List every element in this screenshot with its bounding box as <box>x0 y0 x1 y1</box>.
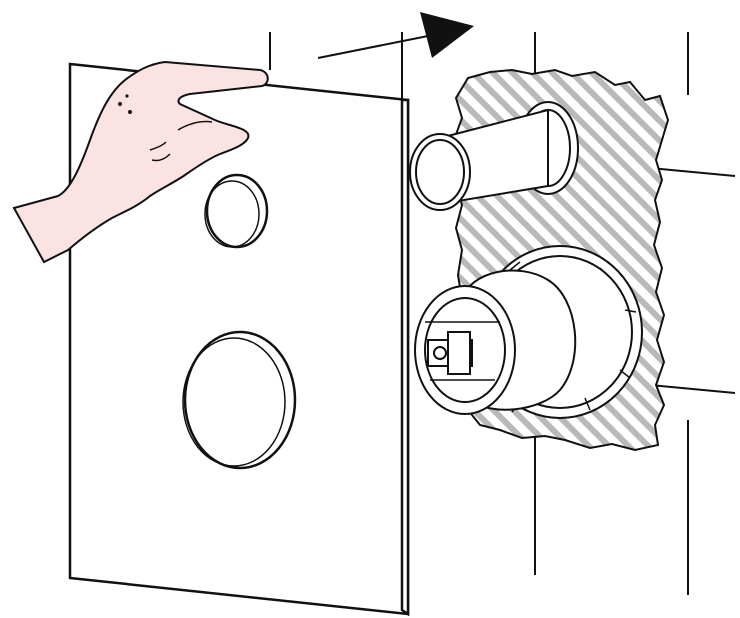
upper-valve <box>409 101 579 211</box>
cover-plate-small-hole <box>205 173 269 249</box>
hand-icon <box>12 60 269 264</box>
diverter-spindle-icon <box>425 321 500 381</box>
cover-plate-large-hole <box>183 330 297 470</box>
upper-valve-cap <box>409 133 471 211</box>
tile-line <box>649 167 736 177</box>
mixer-valve <box>414 245 643 419</box>
cover-plate <box>68 62 410 617</box>
arrow-right-icon <box>317 12 474 59</box>
cover-plate-edge <box>400 98 410 617</box>
upper-valve-cap-rim <box>415 139 465 205</box>
tile-line <box>649 384 736 394</box>
